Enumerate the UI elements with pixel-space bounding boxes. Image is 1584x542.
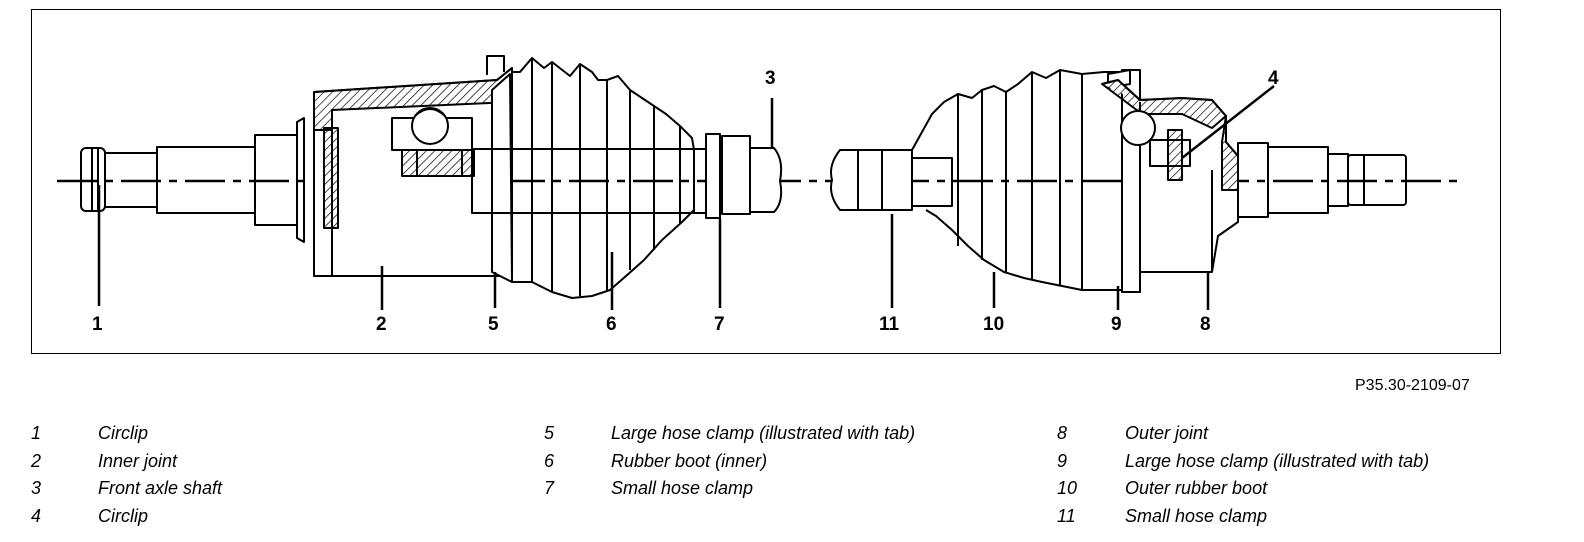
- legend-text: Outer joint: [1125, 423, 1209, 443]
- callout-1: 1: [92, 314, 103, 335]
- diagram-frame: 1 2 5 6 7 11 10 9 8 3 4: [31, 9, 1501, 354]
- left-splined-stub: [80, 117, 305, 243]
- callout-3: 3: [765, 68, 776, 89]
- callout-9: 9: [1111, 314, 1122, 335]
- callout-8: 8: [1200, 314, 1211, 335]
- callout-5: 5: [488, 314, 499, 335]
- callout-6: 6: [606, 314, 617, 335]
- legend-item: 3 Front axle shaft: [31, 475, 222, 503]
- legend-item: 4 Circlip: [31, 503, 222, 531]
- legend-item: 7 Small hose clamp: [544, 475, 915, 503]
- legend-text: Outer rubber boot: [1125, 478, 1268, 498]
- legend-text: Small hose clamp: [611, 478, 754, 498]
- legend-number: 3: [31, 478, 42, 498]
- outer-rubber-boot: [911, 69, 1123, 291]
- legend-number: 1: [31, 423, 42, 443]
- callout-2: 2: [376, 314, 387, 335]
- callout-11: 11: [879, 314, 900, 335]
- callout-leaders: [97, 85, 1275, 310]
- legend-text: Large hose clamp (illustrated with tab): [611, 423, 916, 443]
- inner-joint-housing: [313, 55, 513, 277]
- legend-item: 1 Circlip: [31, 420, 222, 448]
- callout-4: 4: [1268, 68, 1279, 89]
- legend-number: 11: [1057, 505, 1076, 526]
- legend-text: Circlip: [98, 423, 149, 443]
- legend-number: 7: [544, 478, 555, 498]
- legend-item: 5 Large hose clamp (illustrated with tab): [544, 420, 915, 448]
- inner-rubber-boot: [491, 57, 695, 299]
- legend-column: 5 Large hose clamp (illustrated with tab)…: [544, 420, 915, 503]
- drive-shaft-diagram: 1 2 5 6 7 11 10 9 8 3 4: [57, 55, 1464, 335]
- legend-column: 8 Outer joint 9 Large hose clamp (illustra…: [1057, 420, 1429, 530]
- legend-number: 4: [31, 505, 42, 526]
- legend-text: Inner joint: [98, 450, 178, 471]
- legend-text: Small hose clamp: [1125, 505, 1268, 526]
- callout-labels: 1 2 5 6 7 11 10 9 8 3 4: [92, 68, 1279, 335]
- callout-7: 7: [714, 314, 725, 335]
- legend-text: Large hose clamp (illustrated with tab): [1125, 450, 1430, 471]
- left-shaft-segment: [471, 133, 783, 219]
- legend-text: Front axle shaft: [98, 478, 223, 498]
- legend-item: 8 Outer joint: [1057, 420, 1429, 448]
- legend-number: 5: [544, 423, 555, 443]
- legend-item: 9 Large hose clamp (illustrated with tab): [1057, 448, 1429, 476]
- callout-10: 10: [983, 314, 1004, 335]
- right-shaft-segment: [830, 149, 953, 211]
- legend-number: 9: [1057, 450, 1068, 471]
- right-splined-stub: [1237, 142, 1407, 218]
- legend-text: Circlip: [98, 505, 149, 526]
- legend-number: 6: [544, 450, 555, 471]
- legend-number: 8: [1057, 423, 1068, 443]
- legend-item: 6 Rubber boot (inner): [544, 448, 915, 476]
- legend-item: 2 Inner joint: [31, 448, 222, 476]
- legend-item: 11 Small hose clamp: [1057, 503, 1429, 531]
- legend-text: Rubber boot (inner): [611, 450, 768, 471]
- outer-joint-housing: [1101, 69, 1239, 293]
- legend-item: 10 Outer rubber boot: [1057, 475, 1429, 503]
- legend-number: 10: [1057, 478, 1078, 498]
- figure-reference: P35.30-2109-07: [1355, 377, 1470, 394]
- legend-number: 2: [31, 450, 42, 471]
